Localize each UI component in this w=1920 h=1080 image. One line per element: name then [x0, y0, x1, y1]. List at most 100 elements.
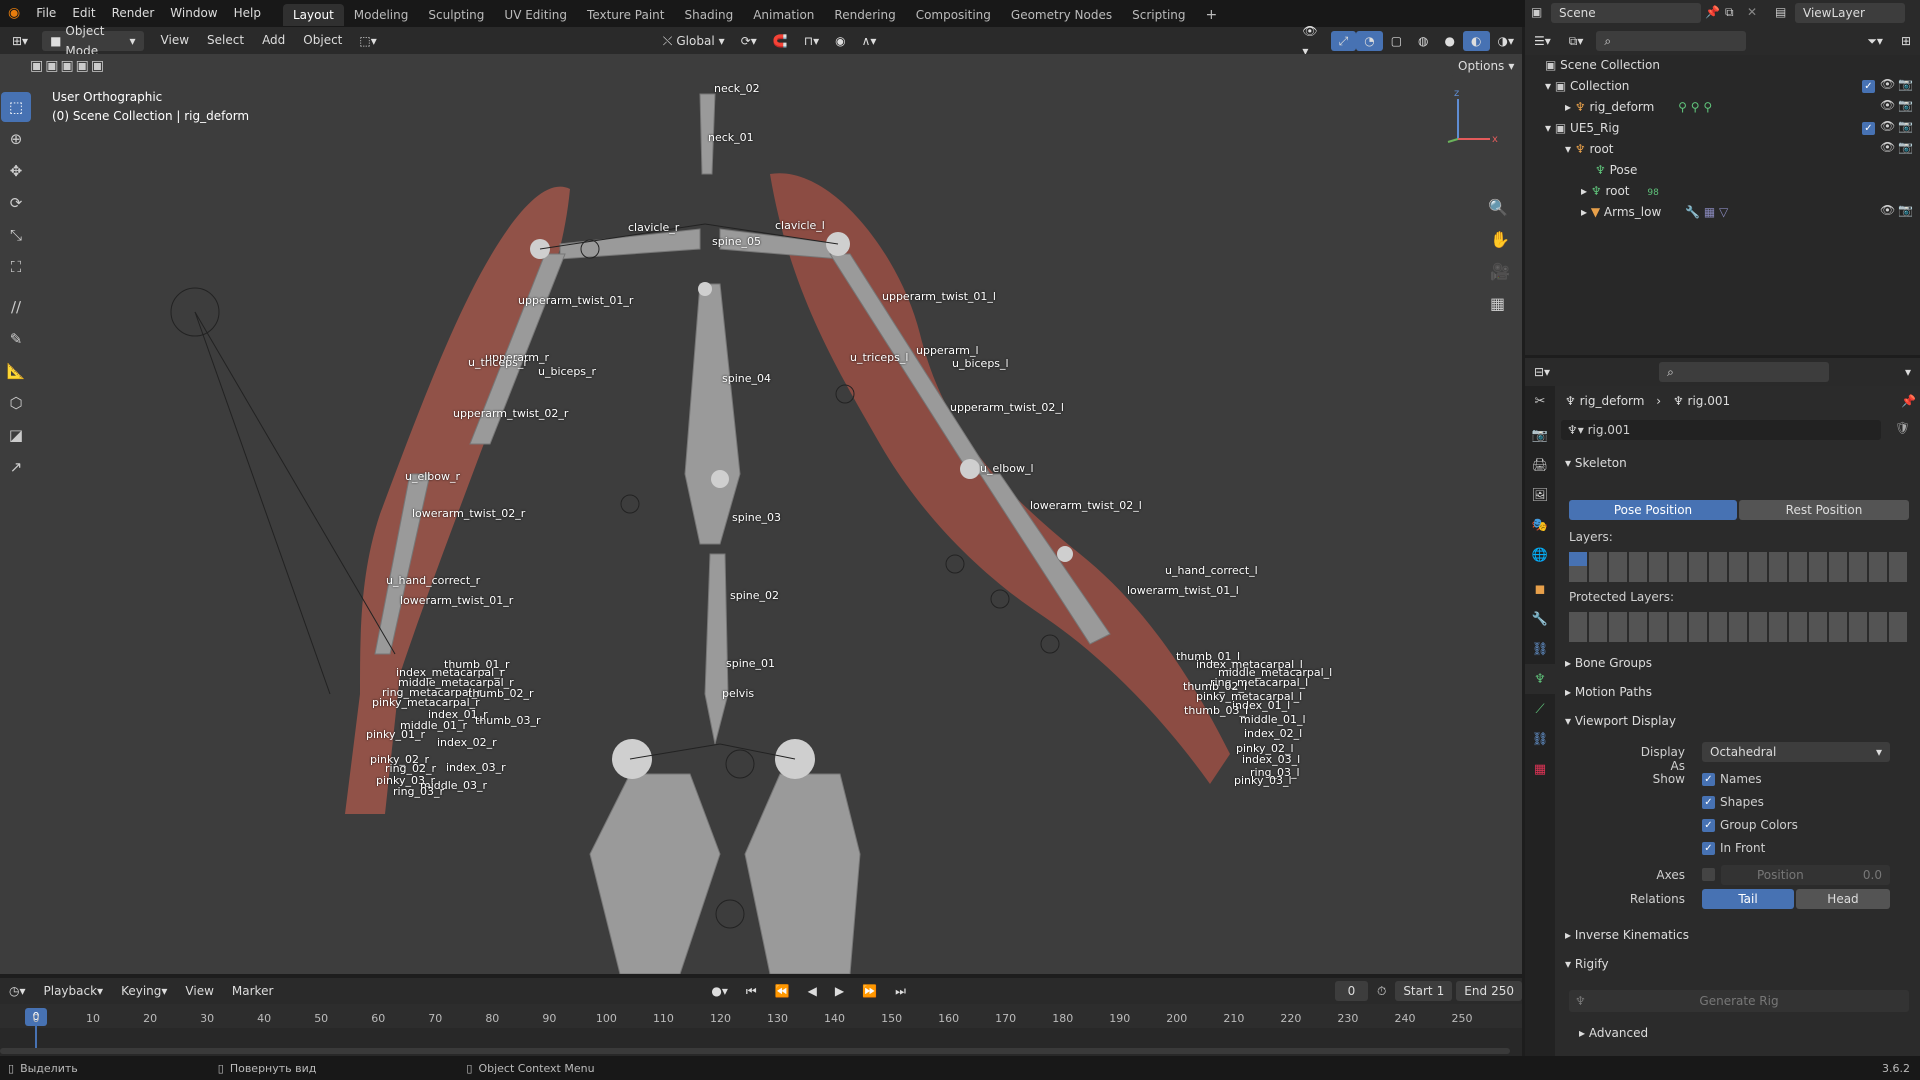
3d-viewport[interactable]: User Orthographic (0) Scene Collection |…	[0, 54, 1522, 974]
render-camera-icon[interactable]: 📷	[1898, 119, 1913, 133]
properties-options-icon[interactable]: ▾	[1904, 364, 1911, 379]
select-mode-icons[interactable]: ▣▣▣▣▣	[30, 58, 107, 74]
measure-icon[interactable]: 📐	[6, 362, 26, 380]
mode-selector[interactable]: ■Object Mode▾	[42, 24, 144, 58]
menu-keying[interactable]: Keying▾	[121, 983, 168, 998]
scale-icon[interactable]: ⤡	[9, 226, 22, 244]
close-scene-icon[interactable]: ✕	[1747, 5, 1758, 19]
render-camera-icon[interactable]: 📷	[1898, 203, 1913, 217]
new-collection-icon[interactable]: ⊞	[1900, 33, 1911, 48]
tab-layout[interactable]: Layout	[282, 4, 344, 26]
options-button[interactable]: Options▾	[1450, 56, 1522, 76]
visibility-eye-icon[interactable]: 👁	[1880, 203, 1896, 217]
exclude-checkbox[interactable]: ✓	[1862, 121, 1880, 135]
active-layer-icon[interactable]	[1569, 552, 1587, 566]
group-colors-checkbox[interactable]: ✓Group Colors	[1702, 818, 1798, 832]
snap-icon[interactable]: 🧲	[772, 33, 788, 48]
menu-file[interactable]: File	[36, 6, 57, 20]
tab-uv-editing[interactable]: UV Editing	[504, 8, 568, 22]
outliner-row[interactable]: ▾ ♆ root	[1565, 142, 1614, 156]
pin-icon[interactable]: 📌	[1705, 5, 1720, 19]
transform-icon[interactable]: ⛶	[10, 258, 22, 276]
tab-animation[interactable]: Animation	[753, 8, 815, 22]
blender-logo-icon[interactable]: ◉	[8, 5, 21, 21]
solid-shading-icon[interactable]: ●	[1444, 33, 1456, 48]
motion-paths-panel-header[interactable]: ▸ Motion Paths	[1565, 685, 1652, 699]
falloff-icon[interactable]: ∧▾	[861, 33, 877, 48]
move-icon[interactable]: ✥	[9, 162, 23, 180]
visibility-eye-icon[interactable]: 👁	[1880, 98, 1896, 112]
expand-icon[interactable]: ▸	[1581, 205, 1588, 219]
view-layer-selector[interactable]: ViewLayer	[1795, 3, 1905, 23]
in-front-checkbox[interactable]: ✓In Front	[1702, 841, 1765, 855]
scene-selector[interactable]: Scene	[1551, 3, 1701, 23]
outliner-row[interactable]: ♆ Pose	[1595, 163, 1638, 177]
outliner-row[interactable]: ▣ Scene Collection	[1545, 58, 1660, 72]
add-cube-icon[interactable]: ⬡	[9, 394, 23, 412]
pivot-icon[interactable]: ⟳▾	[740, 33, 757, 48]
editor-type-icon[interactable]: ⊞▾	[12, 33, 29, 48]
render-camera-icon[interactable]: 📷	[1898, 77, 1913, 91]
pose-position-button[interactable]: Pose Position	[1569, 500, 1737, 520]
menu-render[interactable]: Render	[111, 6, 155, 20]
view-layer-tab-icon[interactable]: 🖼	[1531, 487, 1549, 503]
rigify-panel-header[interactable]: ▾ Rigify	[1565, 957, 1609, 971]
play-reverse-icon[interactable]: ◀	[807, 983, 817, 998]
outliner-row[interactable]: ▸ ♆ rig_deform ⚲ ⚲ ⚲	[1565, 100, 1713, 114]
add-workspace-icon[interactable]: +	[1205, 7, 1218, 23]
overlays-icon[interactable]: ◔	[1356, 30, 1383, 51]
render-camera-icon[interactable]: 📷	[1898, 140, 1913, 154]
expand-icon[interactable]: ▸	[1565, 100, 1572, 114]
tab-geometry-nodes[interactable]: Geometry Nodes	[1010, 8, 1113, 22]
tool-tab-icon[interactable]: ✂	[1534, 393, 1546, 409]
new-scene-icon[interactable]: ⧉	[1725, 5, 1734, 19]
render-camera-icon[interactable]: 📷	[1898, 98, 1913, 112]
grid-view-icon[interactable]: ▦	[1490, 294, 1506, 313]
scene-tab-icon[interactable]: 🎭	[1531, 517, 1549, 533]
outliner-row[interactable]: ▸ ▼ Arms_low 🔧 ▦ ▽	[1581, 205, 1729, 219]
snap-target-icon[interactable]: ⊓▾	[803, 33, 820, 48]
armature-data-tab-icon[interactable]: ♆	[1525, 664, 1555, 694]
expand-icon[interactable]: ▾	[1545, 79, 1552, 93]
menu-view[interactable]: View	[160, 33, 190, 47]
tab-scripting[interactable]: Scripting	[1132, 8, 1186, 22]
camera-view-icon[interactable]: 🎥	[1490, 262, 1510, 281]
render-tab-icon[interactable]: 📷	[1531, 427, 1549, 443]
timeline-scrollbar[interactable]	[0, 1048, 1510, 1054]
tab-shading[interactable]: Shading	[684, 8, 734, 22]
visibility-eye-icon[interactable]: 👁	[1880, 119, 1896, 133]
xray-icon[interactable]: ▢	[1390, 33, 1403, 48]
properties-search-input[interactable]: ⌕	[1659, 362, 1830, 382]
outliner-editor-icon[interactable]: ☰▾	[1534, 33, 1551, 48]
display-mode-icon[interactable]: ⧉▾	[1568, 33, 1584, 48]
tab-modeling[interactable]: Modeling	[353, 8, 409, 22]
relations-tail-button[interactable]: Tail	[1702, 889, 1794, 909]
menu-timeline-view[interactable]: View	[185, 983, 214, 998]
protected-layers-grid[interactable]	[1569, 612, 1909, 642]
layers-grid[interactable]	[1569, 552, 1909, 582]
jump-end-icon[interactable]: ⏭	[895, 983, 906, 998]
pencil-icon[interactable]: ✎	[9, 330, 23, 348]
pan-hand-icon[interactable]: ✋	[1490, 230, 1510, 249]
pin-icon[interactable]: 📌	[1901, 394, 1916, 408]
visibility-eye-icon[interactable]: 👁	[1880, 140, 1896, 154]
menu-select[interactable]: Select	[207, 33, 245, 47]
bone-constraint-tab-icon[interactable]: ⛓	[1531, 731, 1549, 747]
wireframe-shading-icon[interactable]: ◍	[1418, 33, 1429, 48]
exclude-checkbox[interactable]: ✓	[1862, 79, 1880, 93]
relations-head-button[interactable]: Head	[1796, 889, 1890, 909]
play-icon[interactable]: ▶	[834, 983, 845, 998]
properties-editor-icon[interactable]: ⊟▾	[1534, 364, 1551, 379]
output-tab-icon[interactable]: 🖨	[1531, 457, 1549, 473]
tab-compositing[interactable]: Compositing	[915, 8, 991, 22]
constraint-tab-icon[interactable]: ⛓	[1531, 641, 1549, 657]
bone-tab-icon[interactable]: ⟋	[1535, 701, 1545, 717]
expand-icon[interactable]: ▾	[1565, 142, 1572, 156]
playhead[interactable]: 0	[25, 1008, 47, 1026]
rotate-icon[interactable]: ⟳	[9, 194, 23, 212]
clock-icon[interactable]: ⏱	[1376, 983, 1387, 998]
transform-orientation[interactable]: ⤬Global▾	[655, 31, 733, 51]
